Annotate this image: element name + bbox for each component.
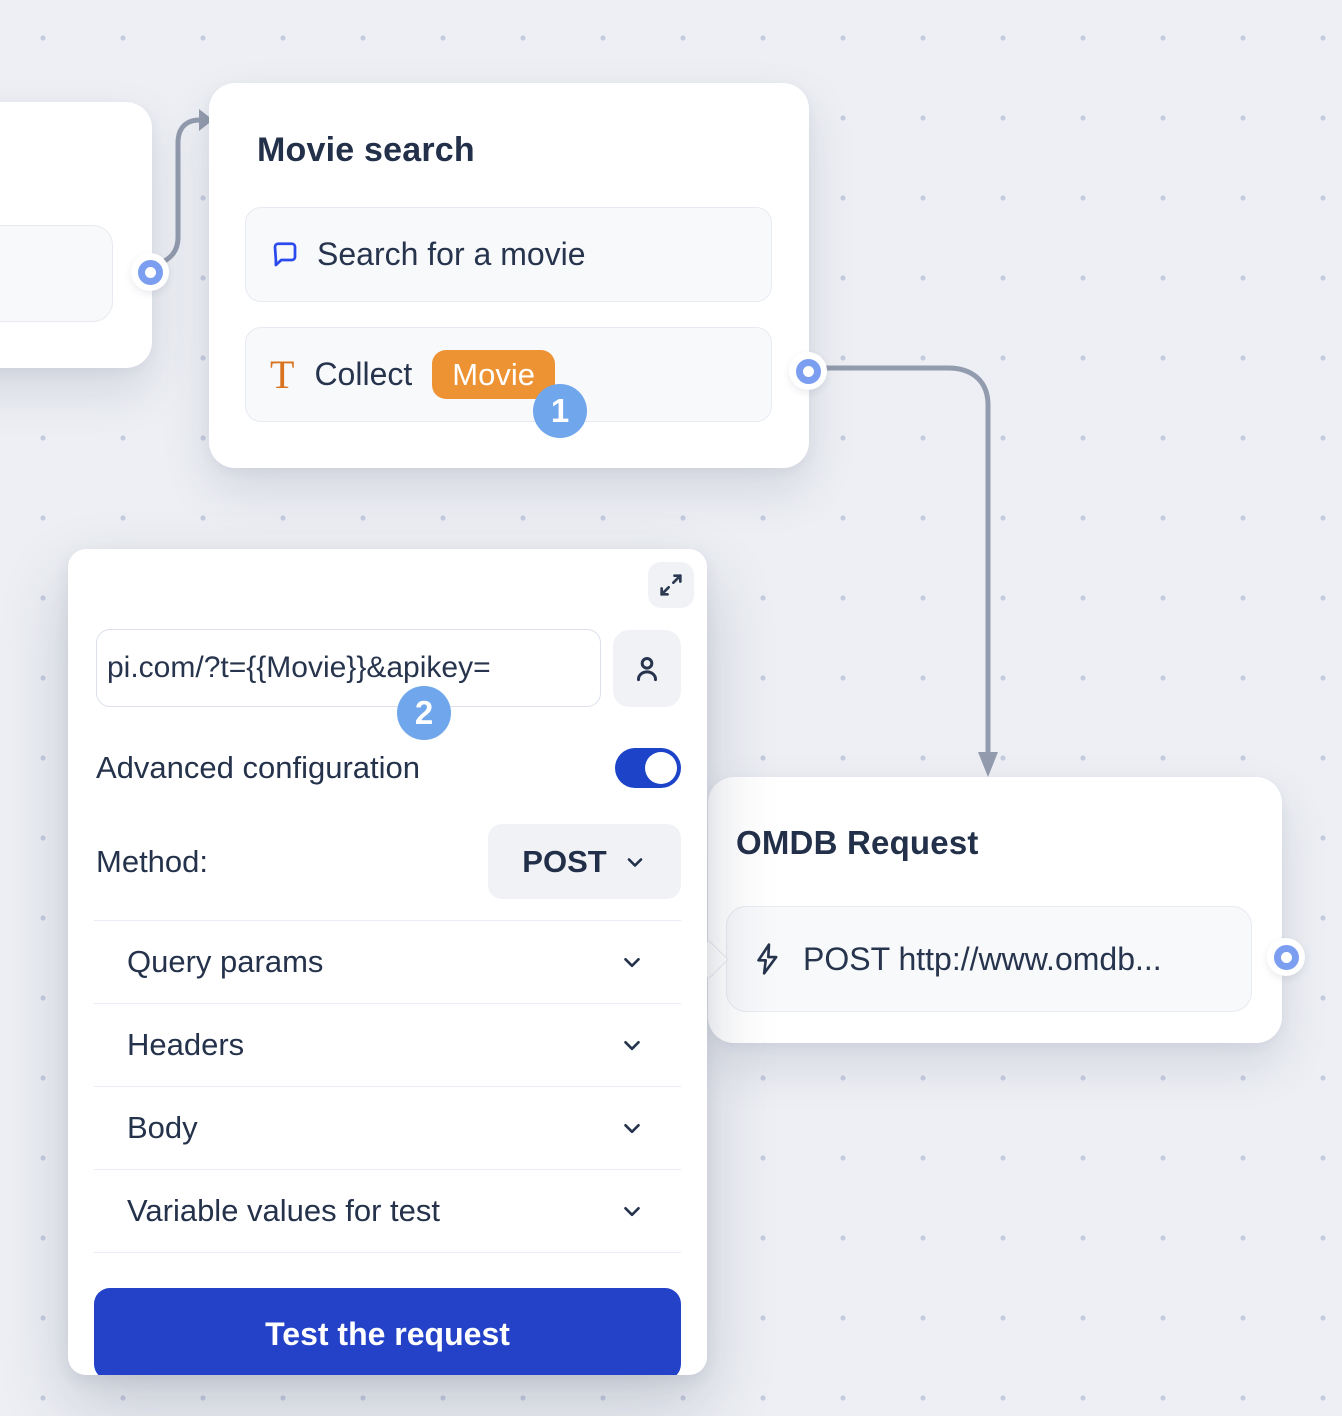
connector-movie-to-omdb <box>824 365 998 777</box>
chevron-down-icon <box>619 1115 645 1141</box>
text-input-icon: T <box>270 351 295 397</box>
port-ring <box>795 358 821 384</box>
section-label: Headers <box>127 1027 245 1062</box>
section-query-params[interactable]: Query params <box>94 920 681 1003</box>
output-port-movie-search[interactable] <box>789 352 827 390</box>
chat-bubble-icon <box>270 240 300 270</box>
chevron-down-icon <box>619 1032 645 1058</box>
step-badge-2: 2 <box>397 686 451 740</box>
port-ring <box>1273 944 1299 970</box>
node-item-collect-variable[interactable]: T Collect Movie <box>245 327 772 422</box>
arrowhead-down <box>978 752 998 777</box>
advanced-configuration-toggle[interactable] <box>615 748 681 788</box>
output-port-partial-node[interactable] <box>131 253 169 291</box>
node-title: OMDB Request <box>736 824 979 861</box>
item-label: Collect <box>314 356 413 392</box>
test-request-button[interactable]: Test the request <box>94 1288 681 1375</box>
expand-icon <box>657 571 685 599</box>
method-dropdown[interactable]: POST <box>488 824 681 899</box>
user-icon <box>630 652 664 686</box>
request-url-input[interactable] <box>96 629 601 707</box>
partial-node-item[interactable] <box>0 225 113 322</box>
partial-node-card[interactable] <box>0 102 152 368</box>
node-title: Movie search <box>257 131 475 169</box>
insert-variable-button[interactable] <box>613 630 681 707</box>
webhook-config-panel[interactable]: Advanced configuration Method: POST Quer… <box>68 549 707 1375</box>
section-label: Variable values for test <box>127 1193 441 1228</box>
port-ring <box>137 259 163 285</box>
output-port-omdb-request[interactable] <box>1267 938 1305 976</box>
section-label: Query params <box>127 944 324 979</box>
expand-button[interactable] <box>648 562 694 608</box>
step-badge-1: 1 <box>533 384 587 438</box>
lightning-icon <box>751 942 783 976</box>
accordion-sections: Query params Headers Body <box>94 920 681 1253</box>
chevron-down-icon <box>623 850 647 874</box>
connector-partial-to-movie <box>155 109 213 267</box>
section-body[interactable]: Body <box>94 1086 681 1169</box>
node-item-send-message[interactable]: Search for a movie <box>245 207 772 302</box>
item-label: POST http://www.omdb... <box>803 940 1162 977</box>
chevron-down-icon <box>619 1198 645 1224</box>
node-item-webhook-request[interactable]: POST http://www.omdb... <box>726 906 1252 1012</box>
advanced-configuration-label: Advanced configuration <box>96 750 421 785</box>
item-label: Search for a movie <box>317 236 586 272</box>
section-label: Body <box>127 1110 198 1145</box>
movie-search-node[interactable]: Movie search Search for a movie T Collec… <box>209 83 809 468</box>
section-variable-values[interactable]: Variable values for test <box>94 1169 681 1252</box>
variable-chip-movie[interactable]: Movie <box>432 350 555 399</box>
method-value: POST <box>522 843 607 879</box>
toggle-knob <box>645 752 677 784</box>
method-label: Method: <box>96 843 209 879</box>
section-headers[interactable]: Headers <box>94 1003 681 1086</box>
chevron-down-icon <box>619 949 645 975</box>
omdb-request-node[interactable]: OMDB Request POST http://www.omdb... <box>708 777 1282 1043</box>
